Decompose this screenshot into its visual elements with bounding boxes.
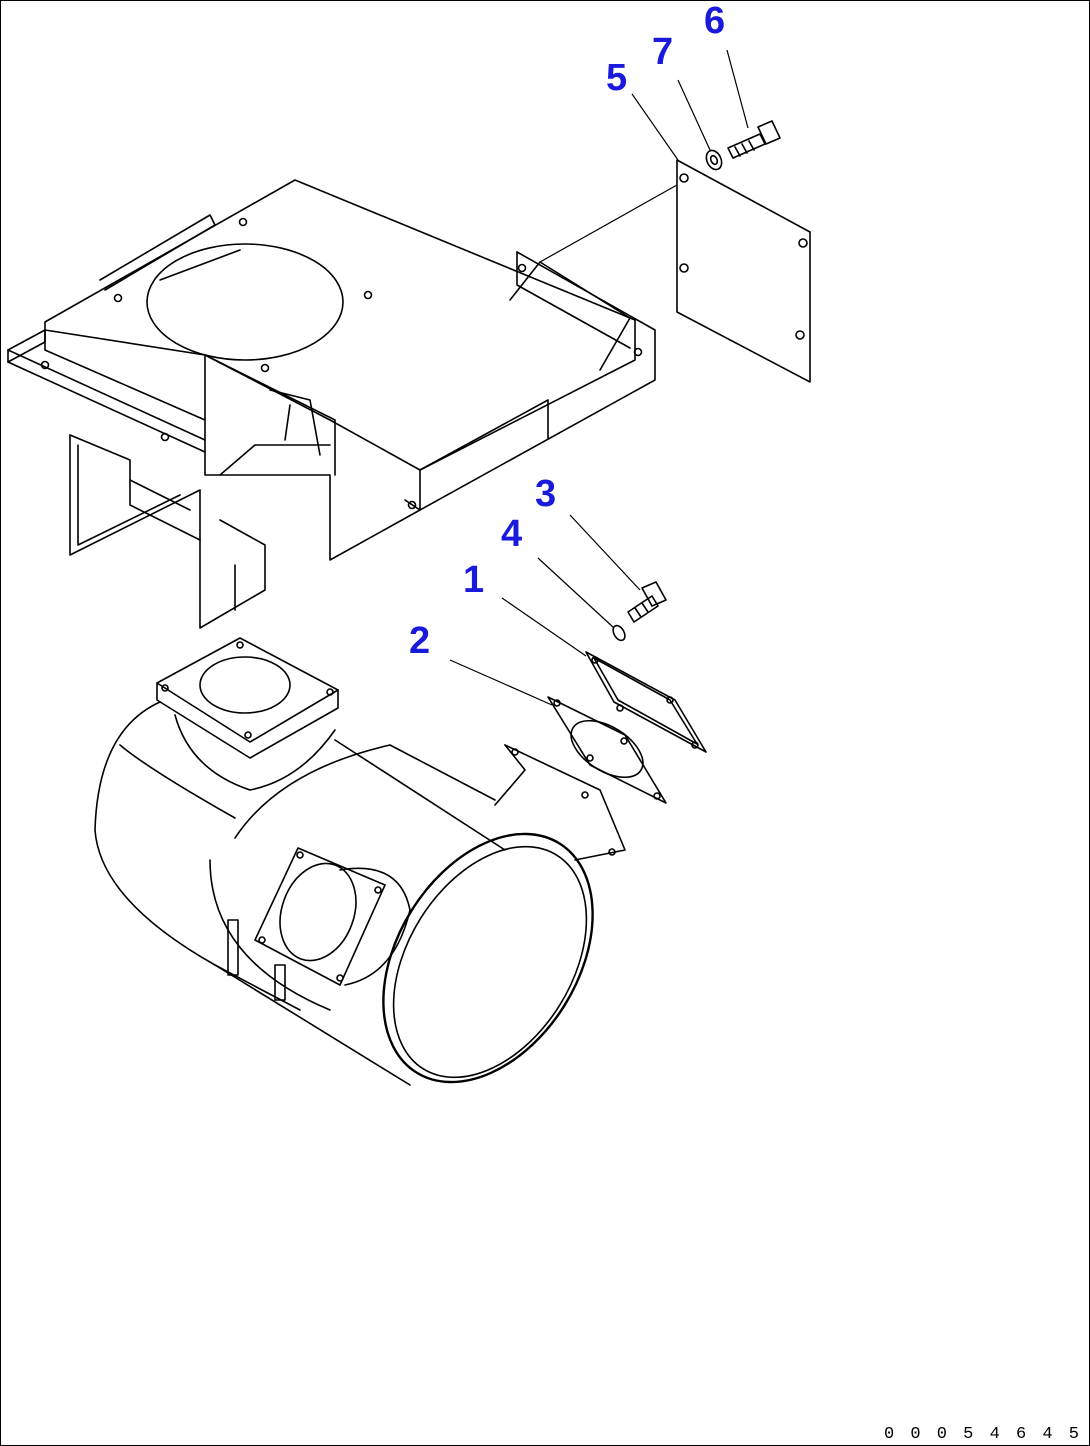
callout-labels: 5 7 6 3 4 1 2 (409, 0, 725, 662)
part-5-cover-plate (539, 159, 811, 383)
callout-6: 6 (704, 0, 725, 42)
callout-2: 2 (409, 620, 430, 662)
callout-4: 4 (501, 513, 522, 555)
part-7-washer (705, 149, 723, 171)
muffler-assembly (94, 637, 626, 1086)
part-1-gasket (585, 651, 707, 753)
part-6-bolt (727, 120, 781, 159)
leader-lines (449, 49, 749, 706)
callout-7: 7 (652, 31, 673, 73)
callout-1: 1 (463, 559, 484, 601)
part-3-bolt (627, 581, 667, 623)
callout-5: 5 (606, 57, 627, 99)
part-4-washer (612, 624, 626, 642)
mounting-bracket-frame (7, 179, 656, 629)
part-2-flange (547, 696, 667, 804)
callout-3: 3 (535, 473, 556, 515)
drawing-code: 0 0 0 5 4 6 4 5 (883, 1425, 1082, 1444)
